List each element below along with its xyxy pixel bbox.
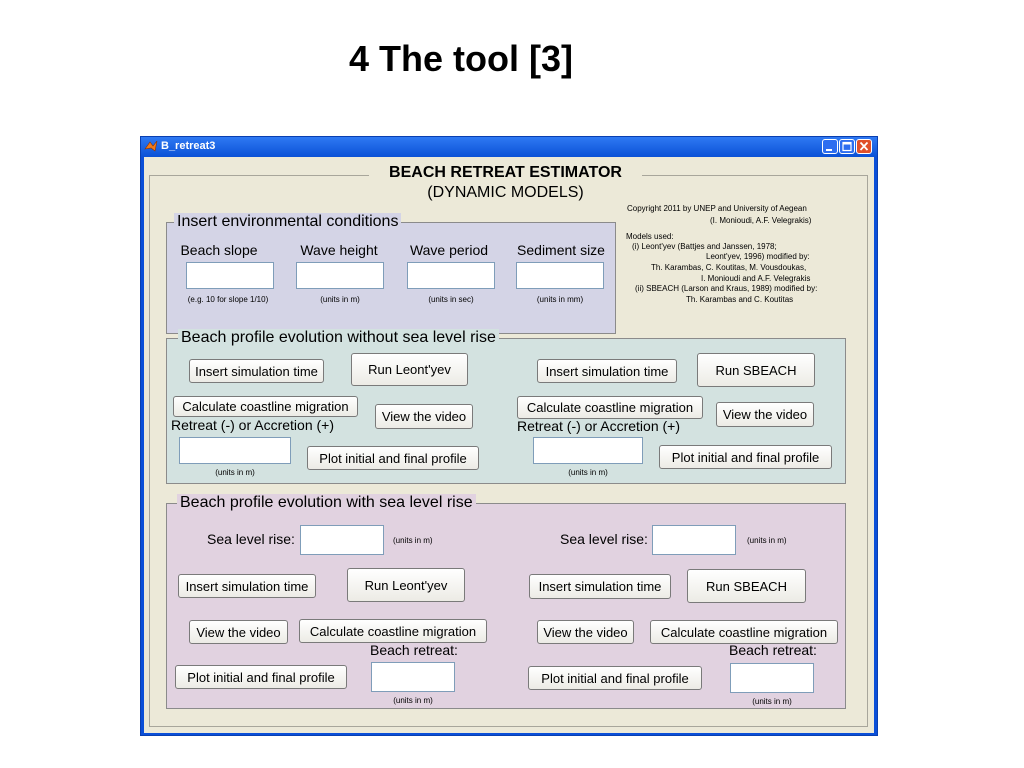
sbeach-slr-units: (units in m): [747, 536, 787, 545]
maximize-button[interactable]: [839, 139, 855, 154]
leontyev-slr-input[interactable]: [300, 525, 384, 555]
matlab-icon: [144, 140, 158, 152]
sbeach-result-label: Retreat (-) or Accretion (+): [517, 418, 680, 434]
leontyev-slr-plot-profile-button[interactable]: Plot initial and final profile: [175, 665, 347, 689]
env-conditions-panel: Insert environmental conditions Beach sl…: [166, 213, 616, 334]
leontyev-slr-units: (units in m): [393, 536, 433, 545]
sbeach-beach-retreat-label: Beach retreat:: [729, 642, 817, 658]
model-1-line-3: Th. Karambas, C. Koutitas, M. Vousdoukas…: [651, 263, 807, 272]
wave-height-label: Wave height: [300, 242, 378, 258]
leontyev-beach-retreat-label: Beach retreat:: [370, 642, 458, 658]
minimize-icon: [826, 149, 832, 151]
wave-height-hint: (units in m): [320, 295, 360, 304]
leontyev-result-units: (units in m): [215, 468, 255, 477]
window-client-area: BEACH RETREAT ESTIMATOR (DYNAMIC MODELS)…: [144, 157, 874, 733]
app-window: B_retreat3 BEACH RETREAT ESTIMATOR (DYNA…: [140, 136, 878, 736]
leontyev-slr-label: Sea level rise:: [207, 531, 295, 547]
sbeach-slr-calc-migration-button[interactable]: Calculate coastline migration: [650, 620, 838, 644]
leontyev-plot-profile-button[interactable]: Plot initial and final profile: [307, 446, 479, 470]
app-title: BEACH RETREAT ESTIMATOR: [369, 164, 642, 182]
sediment-size-label: Sediment size: [517, 242, 605, 258]
run-leontyev-button[interactable]: Run Leont'yev: [351, 353, 468, 386]
sbeach-result-field[interactable]: [533, 437, 643, 464]
sbeach-calc-migration-button[interactable]: Calculate coastline migration: [517, 396, 703, 419]
sbeach-slr-insert-time-button[interactable]: Insert simulation time: [529, 574, 671, 599]
leontyev-beach-retreat-field[interactable]: [371, 662, 455, 692]
sbeach-slr-view-video-button[interactable]: View the video: [537, 620, 634, 644]
run-sbeach-slr-button[interactable]: Run SBEACH: [687, 569, 806, 603]
wave-height-input[interactable]: [296, 262, 384, 289]
sbeach-beach-retreat-units: (units in m): [752, 697, 792, 706]
leontyev-slr-calc-migration-button[interactable]: Calculate coastline migration: [299, 619, 487, 643]
run-sbeach-button[interactable]: Run SBEACH: [697, 353, 815, 387]
leontyev-insert-time-button[interactable]: Insert simulation time: [189, 359, 324, 383]
slide-title: 4 The tool [3]: [349, 38, 573, 79]
leontyev-calc-migration-button[interactable]: Calculate coastline migration: [173, 396, 358, 417]
slr-panel-title: Beach profile evolution with sea level r…: [177, 494, 476, 512]
sbeach-plot-profile-button[interactable]: Plot initial and final profile: [659, 445, 832, 469]
sbeach-view-video-button[interactable]: View the video: [716, 402, 814, 427]
close-icon: [859, 141, 869, 151]
model-1-line-1: (i) Leont'yev (Battjes and Janssen, 1978…: [632, 242, 777, 251]
leontyev-slr-insert-time-button[interactable]: Insert simulation time: [178, 574, 316, 598]
leontyev-result-label: Retreat (-) or Accretion (+): [171, 417, 334, 433]
sbeach-insert-time-button[interactable]: Insert simulation time: [537, 359, 677, 383]
no-slr-panel: Beach profile evolution without sea leve…: [166, 329, 846, 484]
beach-slope-input[interactable]: [186, 262, 274, 289]
model-2-line-1: (ii) SBEACH (Larson and Kraus, 1989) mod…: [635, 284, 818, 293]
wave-period-hint: (units in sec): [428, 295, 474, 304]
sediment-size-hint: (units in mm): [536, 295, 584, 304]
leontyev-beach-retreat-units: (units in m): [393, 696, 433, 705]
beach-slope-label: Beach slope: [180, 242, 258, 258]
model-2-line-2: Th. Karambas and C. Koutitas: [686, 295, 794, 304]
app-subtitle: (DYNAMIC MODELS): [427, 184, 584, 201]
leontyev-slr-view-video-button[interactable]: View the video: [189, 620, 288, 644]
run-leontyev-slr-button[interactable]: Run Leont'yev: [347, 568, 465, 602]
leontyev-view-video-button[interactable]: View the video: [375, 404, 473, 429]
copyright-line-1: Copyright 2011 by UNEP and University of…: [627, 204, 807, 213]
copyright-line-2: (I. Monioudi, A.F. Velegrakis): [710, 216, 812, 225]
minimize-button[interactable]: [822, 139, 838, 154]
close-button[interactable]: [856, 139, 872, 154]
env-panel-title: Insert environmental conditions: [174, 213, 402, 231]
sediment-size-input[interactable]: [516, 262, 604, 289]
sbeach-beach-retreat-field[interactable]: [730, 663, 814, 693]
sbeach-slr-input[interactable]: [652, 525, 736, 555]
sbeach-result-units: (units in m): [568, 468, 608, 477]
maximize-icon: [842, 141, 852, 152]
beach-slope-hint: (e.g. 10 for slope 1/10): [187, 295, 269, 304]
models-used-label: Models used:: [626, 232, 674, 241]
model-1-line-2: Leont'yev, 1996) modified by:: [706, 252, 810, 261]
wave-period-label: Wave period: [409, 242, 489, 258]
sbeach-slr-plot-profile-button[interactable]: Plot initial and final profile: [528, 666, 702, 690]
no-slr-panel-title: Beach profile evolution without sea leve…: [178, 329, 499, 347]
wave-period-input[interactable]: [407, 262, 495, 289]
model-1-line-4: I. Monioudi and A.F. Velegrakis: [701, 274, 811, 283]
window-title: B_retreat3: [161, 140, 216, 152]
sbeach-slr-label: Sea level rise:: [560, 531, 648, 547]
title-bar[interactable]: B_retreat3: [141, 137, 877, 157]
leontyev-result-field[interactable]: [179, 437, 291, 464]
slr-panel: Beach profile evolution with sea level r…: [166, 494, 846, 709]
